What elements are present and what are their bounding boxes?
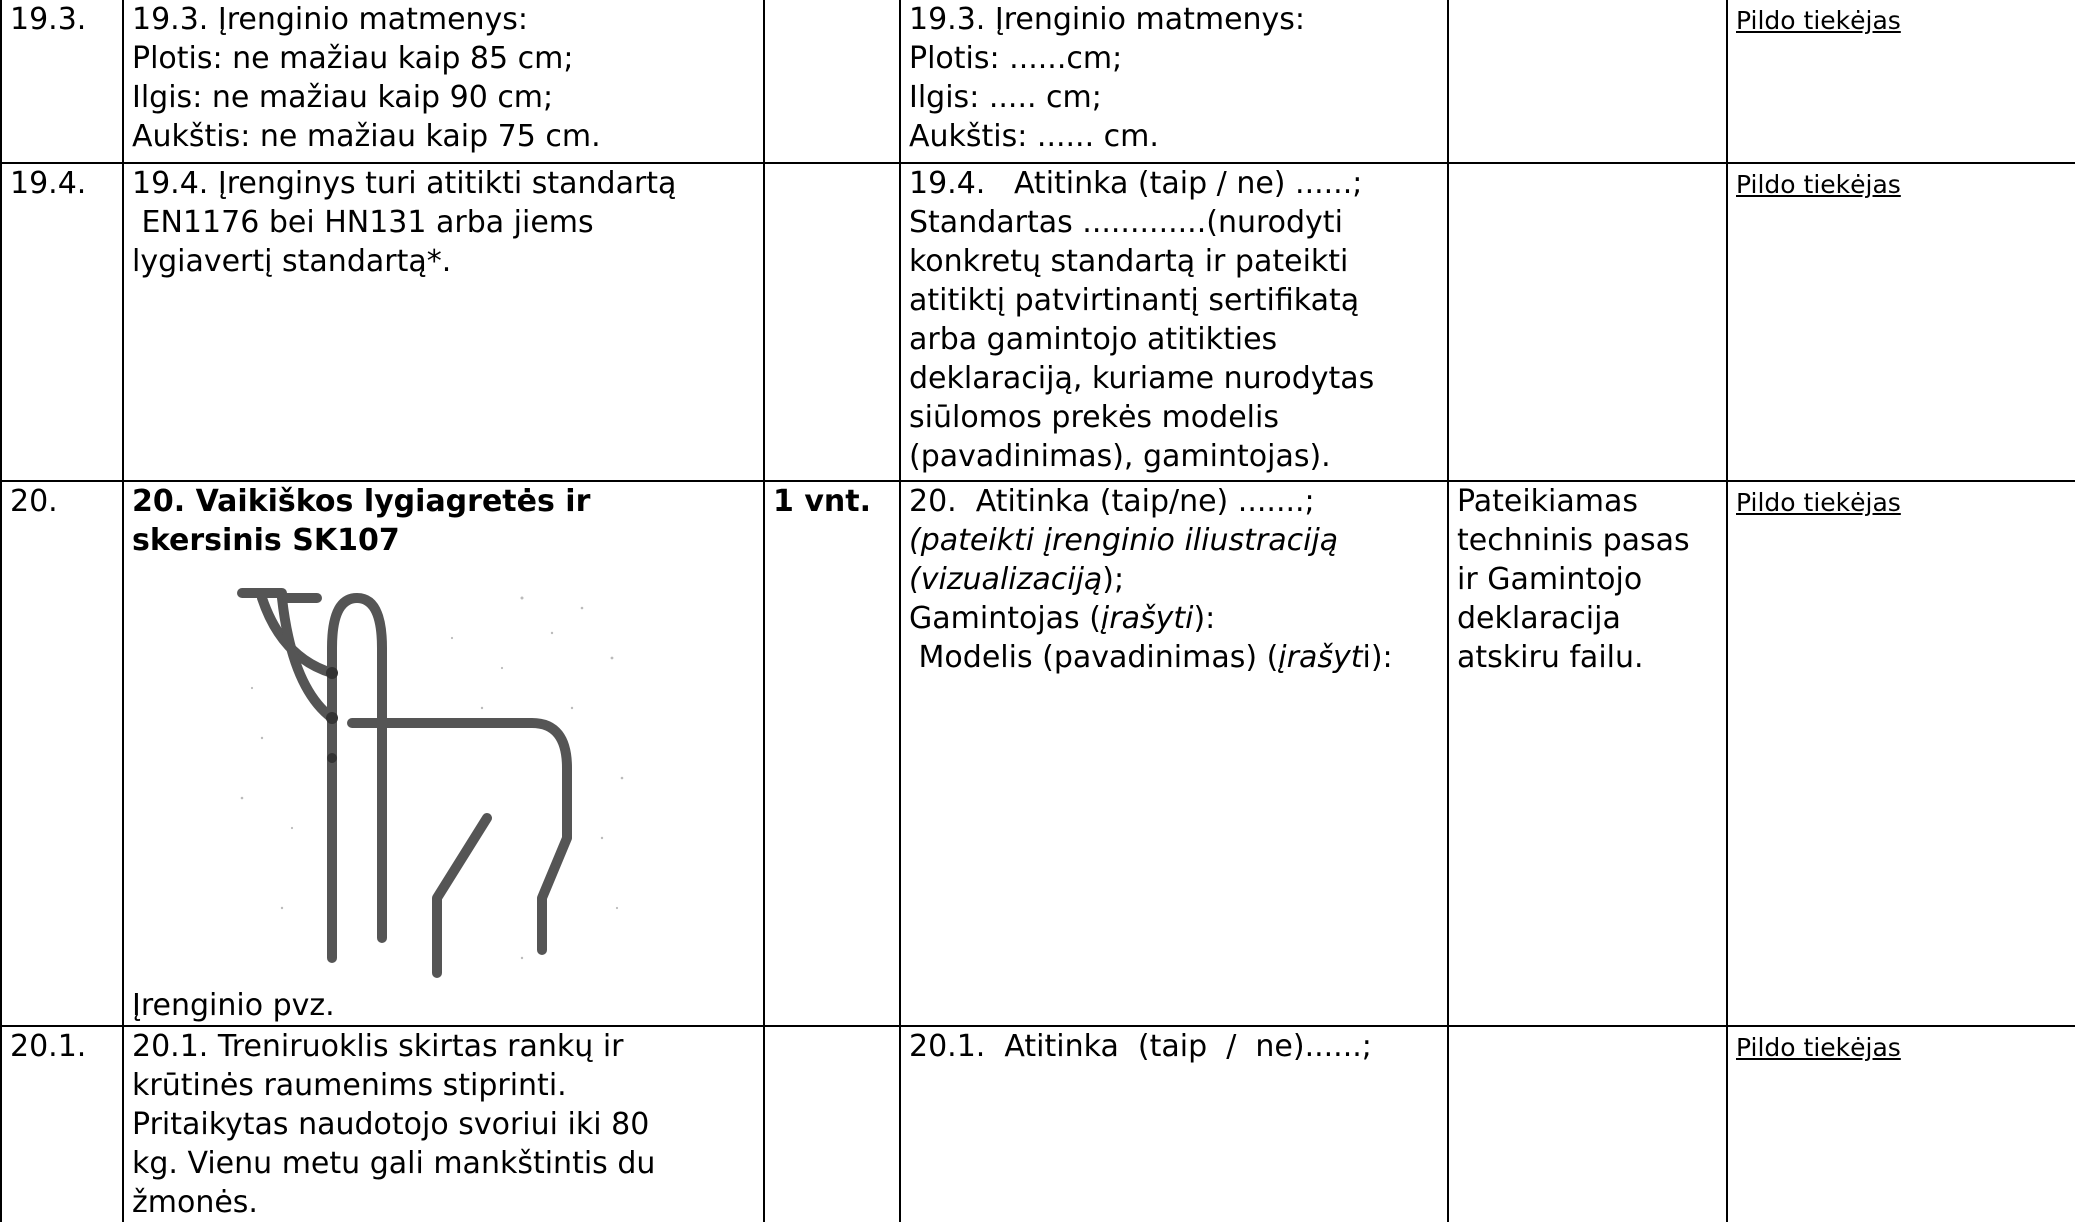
requirement-line: krūtinės raumenims stiprinti. xyxy=(132,1068,567,1103)
offer-line-tail: ); xyxy=(1102,562,1125,597)
requirement-line: kg. Vienu metu gali mankštintis du xyxy=(132,1146,656,1181)
row-number: 20.1. xyxy=(10,1029,87,1064)
offer-line: Plotis: ......cm; xyxy=(909,41,1123,76)
requirement-line: 19.3. Įrenginio matmenys: xyxy=(132,2,529,37)
offer-cell: 20.1. Atitinka (taip / ne)......; xyxy=(899,1025,1449,1222)
documents-line: deklaracija xyxy=(1457,601,1621,636)
offer-line: 20. Atitinka (taip/ne) .......; xyxy=(909,484,1315,519)
documents-cell xyxy=(1447,1025,1728,1222)
offer-line: konkretų standartą ir pateikti xyxy=(909,244,1349,279)
row-number-cell: 20.1. xyxy=(0,1025,124,1222)
offer-cell: 20. Atitinka (taip/ne) .......; (pateikt… xyxy=(899,480,1449,1027)
requirement-line: EN1176 bei HN131 arba jiems xyxy=(132,205,594,240)
offer-line: (pateikti įrenginio iliustraciją xyxy=(909,523,1339,558)
offer-cell: 19.3. Įrenginio matmenys: Plotis: ......… xyxy=(899,0,1449,164)
model-hint: įrašyt xyxy=(1278,640,1363,675)
quantity-value: 1 vnt. xyxy=(773,484,871,519)
filled-by-cell: Pildo tiekėjas xyxy=(1726,0,2075,164)
offer-line: Standartas .............(nurodyti xyxy=(909,205,1343,240)
manufacturer-hint: įrašyti xyxy=(1100,601,1194,636)
requirement-line: žmonės. xyxy=(132,1185,258,1220)
filled-by-supplier-link[interactable]: Pildo tiekėjas xyxy=(1736,1033,1901,1062)
offer-line: arba gamintojo atitikties xyxy=(909,322,1278,357)
filled-by-cell: Pildo tiekėjas xyxy=(1726,162,2075,482)
requirement-line: lygiavertį standartą*. xyxy=(132,244,452,279)
requirement-cell: 20.1. Treniruoklis skirtas rankų ir krūt… xyxy=(122,1025,765,1222)
filled-by-cell: Pildo tiekėjas xyxy=(1726,1025,2075,1222)
requirement-line: 20.1. Treniruoklis skirtas rankų ir xyxy=(132,1029,624,1064)
manufacturer-line: Gamintojas (įrašyti): xyxy=(909,599,1437,638)
model-tail: i): xyxy=(1362,640,1393,675)
offer-line: deklaraciją, kuriame nurodytas xyxy=(909,361,1375,396)
requirement-cell: 19.4. Įrenginys turi atitikti standartą … xyxy=(122,162,765,482)
offer-line: (pavadinimas), gamintojas). xyxy=(909,439,1331,474)
offer-line: Ilgis: ..... cm; xyxy=(909,80,1102,115)
row-number: 19.3. xyxy=(10,2,87,37)
requirement-line: Pritaikytas naudotojo svoriui iki 80 xyxy=(132,1107,650,1142)
filled-by-supplier-link[interactable]: Pildo tiekėjas xyxy=(1736,170,1901,199)
quantity-cell xyxy=(763,1025,901,1222)
model-line: Modelis (pavadinimas) (įrašyti): xyxy=(909,638,1437,677)
offer-line: 19.3. Įrenginio matmenys: xyxy=(909,2,1306,37)
filled-by-cell: Pildo tiekėjas xyxy=(1726,480,2075,1027)
requirement-cell: 20. Vaikiškos lygiagretės ir skersinis S… xyxy=(122,480,765,1027)
offer-line-italic: (vizualizaciją xyxy=(909,562,1103,597)
requirement-line: Plotis: ne mažiau kaip 85 cm; xyxy=(132,41,574,76)
documents-cell xyxy=(1447,0,1728,164)
row-number-cell: 20. xyxy=(0,480,124,1027)
model-label: Modelis (pavadinimas) ( xyxy=(909,640,1279,675)
offer-line: 19.4. Atitinka (taip / ne) ......; xyxy=(909,166,1363,201)
documents-line: techninis pasas xyxy=(1457,523,1690,558)
quantity-cell xyxy=(763,0,901,164)
documents-line: ir Gamintojo xyxy=(1457,562,1643,597)
offer-line: siūlomos prekės modelis xyxy=(909,400,1279,435)
offer-line: atitiktį patvirtinantį sertifikatą xyxy=(909,283,1360,318)
offer-line: Aukštis: ...... cm. xyxy=(909,119,1159,154)
offer-line: (vizualizaciją); xyxy=(909,560,1437,599)
image-caption: Įrenginio pvz. xyxy=(132,988,335,1023)
requirement-cell: 19.3. Įrenginio matmenys: Plotis: ne maž… xyxy=(122,0,765,164)
row-number: 19.4. xyxy=(10,166,87,201)
documents-line: Pateikiamas xyxy=(1457,484,1639,519)
row-number-cell: 19.3. xyxy=(0,0,124,164)
parallel-bars-equipment-image xyxy=(237,588,624,978)
row-number: 20. xyxy=(10,484,58,519)
item-title-line: skersinis SK107 xyxy=(132,523,400,558)
documents-cell xyxy=(1447,162,1728,482)
filled-by-supplier-link[interactable]: Pildo tiekėjas xyxy=(1736,6,1901,35)
quantity-cell: 1 vnt. xyxy=(763,480,901,1027)
offer-line: 20.1. Atitinka (taip / ne)......; xyxy=(909,1029,1372,1064)
offer-cell: 19.4. Atitinka (taip / ne) ......; Stand… xyxy=(899,162,1449,482)
requirement-line: Ilgis: ne mažiau kaip 90 cm; xyxy=(132,80,554,115)
documents-line: atskiru failu. xyxy=(1457,640,1644,675)
quantity-cell xyxy=(763,162,901,482)
manufacturer-label: Gamintojas ( xyxy=(909,601,1101,636)
requirement-line: Aukštis: ne mažiau kaip 75 cm. xyxy=(132,119,601,154)
table-row: 20.1. 20.1. Treniruoklis skirtas rankų i… xyxy=(0,1025,2075,1222)
row-number-cell: 19.4. xyxy=(0,162,124,482)
item-title-line: 20. Vaikiškos lygiagretės ir xyxy=(132,484,591,519)
requirement-line: 19.4. Įrenginys turi atitikti standartą xyxy=(132,166,677,201)
table-row: 19.4. 19.4. Įrenginys turi atitikti stan… xyxy=(0,162,2075,482)
filled-by-supplier-link[interactable]: Pildo tiekėjas xyxy=(1736,488,1901,517)
table-row: 19.3. 19.3. Įrenginio matmenys: Plotis: … xyxy=(0,0,2075,164)
table-row: 20. 20. Vaikiškos lygiagretės ir skersin… xyxy=(0,480,2075,1027)
documents-cell: Pateikiamas techninis pasas ir Gamintojo… xyxy=(1447,480,1728,1027)
manufacturer-tail: ): xyxy=(1193,601,1216,636)
